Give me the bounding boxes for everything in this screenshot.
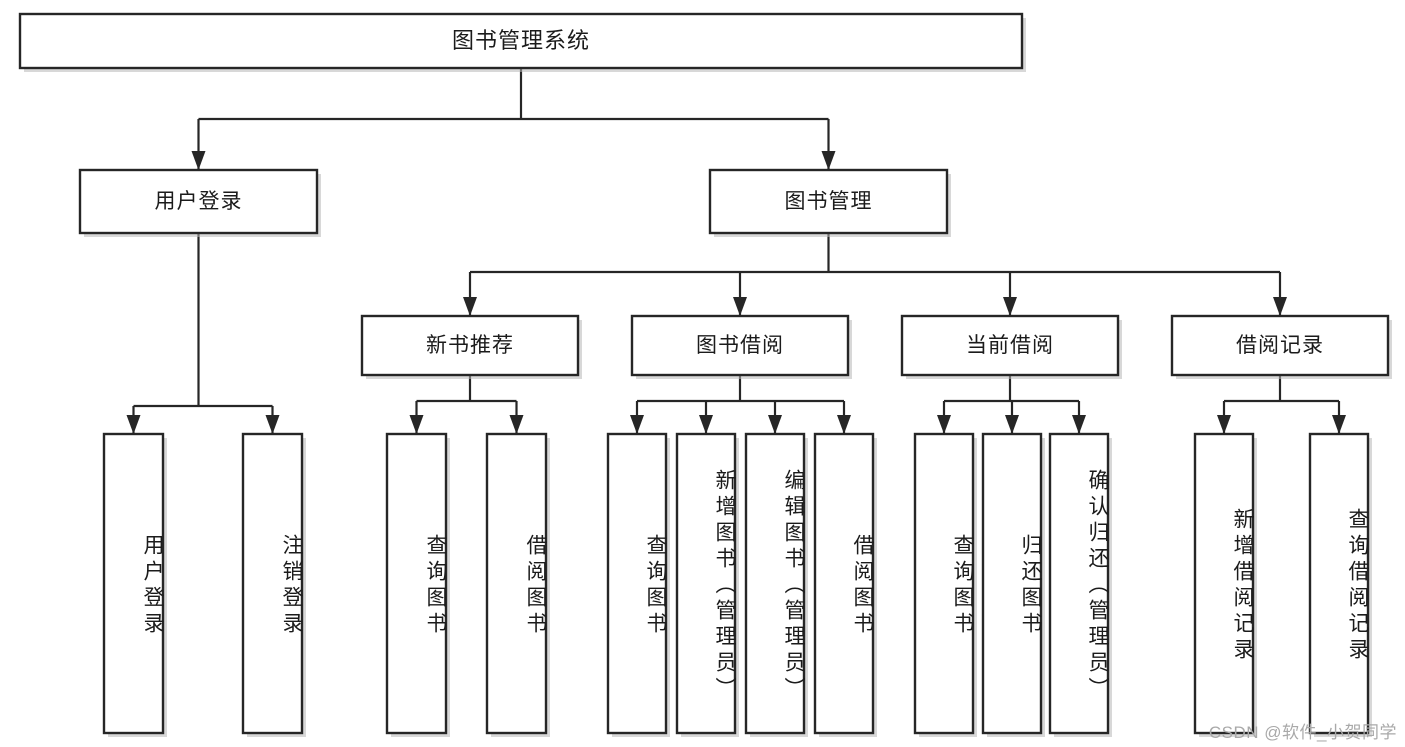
arrow-head-icon (409, 415, 424, 434)
node-box-leaf-record-add[interactable] (1193, 432, 1255, 735)
node-box-leaf-user-login[interactable] (102, 432, 165, 735)
node-box-leaf-current-confirm-return[interactable] (1048, 432, 1110, 735)
box-layer (18, 12, 1392, 737)
node-box-root[interactable] (18, 12, 1024, 70)
arrow-head-icon (463, 297, 477, 316)
node-box-new-book-recommend[interactable] (360, 314, 580, 377)
node-box-leaf-record-query[interactable] (1308, 432, 1370, 735)
node-box-user-login[interactable] (78, 168, 319, 235)
node-box-leaf-rec-query-book[interactable] (385, 432, 448, 735)
arrow-head-icon (1072, 415, 1086, 434)
arrow-head-icon (837, 415, 851, 434)
connector-layer (126, 68, 1346, 434)
arrow-head-icon (1273, 297, 1287, 316)
node-box-book-borrow[interactable] (630, 314, 850, 377)
arrow-head-icon (937, 415, 951, 434)
node-box-leaf-rec-borrow-book[interactable] (485, 432, 548, 735)
arrow-head-icon (126, 415, 141, 434)
arrow-head-icon (1005, 415, 1019, 434)
arrow-head-icon (699, 415, 713, 434)
node-box-leaf-borrow-edit-book[interactable] (744, 432, 806, 735)
node-box-leaf-current-query-book[interactable] (913, 432, 975, 735)
arrow-head-icon (265, 415, 280, 434)
node-box-leaf-current-return-book[interactable] (981, 432, 1043, 735)
arrow-head-icon (630, 415, 644, 434)
node-box-borrow-record[interactable] (1170, 314, 1390, 377)
node-box-leaf-borrow-query-book[interactable] (606, 432, 668, 735)
watermark-text: CSDN @软件_小贺同学 (1208, 723, 1397, 742)
arrow-head-icon (1003, 297, 1017, 316)
arrow-head-icon (1332, 415, 1346, 434)
arrow-head-icon (191, 151, 206, 170)
arrow-head-icon (509, 415, 524, 434)
node-box-leaf-borrow-add-book[interactable] (675, 432, 737, 735)
arrow-head-icon (821, 151, 836, 170)
arrow-head-icon (1217, 415, 1231, 434)
node-box-book-manage[interactable] (708, 168, 949, 235)
arrow-head-icon (733, 297, 747, 316)
arrow-head-icon (768, 415, 782, 434)
node-box-leaf-user-logout[interactable] (241, 432, 304, 735)
node-box-current-borrow[interactable] (900, 314, 1120, 377)
node-box-leaf-borrow-lend-book[interactable] (813, 432, 875, 735)
